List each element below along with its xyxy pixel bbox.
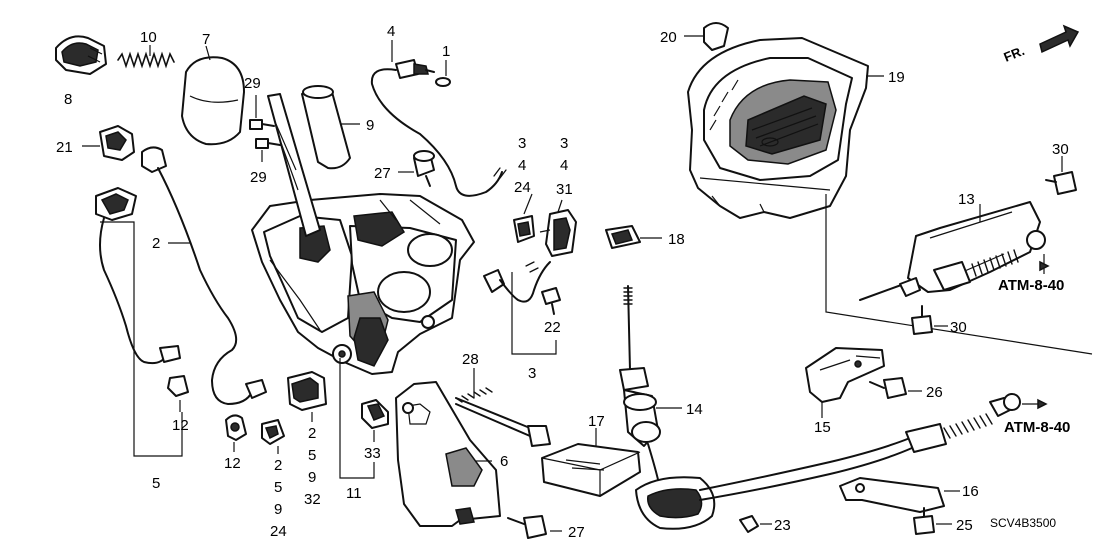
part-23-nut [739,515,772,533]
label-8: 8 [64,91,72,108]
part-12-sensor [225,414,247,452]
label-18: 18 [668,231,685,248]
label-6: 6 [500,453,508,470]
label-22: 22 [544,319,561,336]
part-27-bolt-bottom [507,515,562,539]
label-1: 1 [442,43,450,60]
part-10-spring [117,45,175,69]
label-2: 2 [152,235,160,252]
part-28-long-bolt [455,368,551,447]
part-19-indicator-panel [687,37,884,219]
ref-arrows [1022,254,1050,410]
part-26-bolt [869,377,922,399]
label-3b: 3 [560,135,568,152]
label-12b: 12 [224,455,241,472]
label-12a: 12 [172,417,189,434]
part-21-switch [82,125,135,161]
part-1-washer [435,60,451,87]
ref-label-atm-bottom: ATM-8-40 [1004,419,1070,436]
label-stack1-d: 32 [304,491,321,508]
label-stack2-a: 2 [274,457,282,474]
label-25: 25 [956,517,973,534]
label-30b: 30 [950,319,967,336]
part-16-bracket [839,477,960,513]
part-14-shift-cable [619,285,1021,530]
label-stack2-d: 24 [270,523,287,540]
label-7: 7 [202,31,210,48]
label-31: 31 [556,181,573,198]
label-27b: 27 [568,524,585,541]
label-23: 23 [774,517,791,534]
label-29a: 29 [244,75,261,92]
connector-block [287,371,327,422]
label-stack2-b: 5 [274,479,282,496]
part-13-shift-lever-cable [859,201,1046,301]
label-21: 21 [56,139,73,156]
part-31-connector [539,209,577,257]
part-2-harness [141,146,267,406]
label-33: 33 [364,445,381,462]
part-30-bolt-bottom [911,305,948,335]
part-4-sensor-cable [370,40,507,197]
label-24: 24 [514,179,531,196]
label-9: 9 [366,117,374,134]
shifter-assembly [251,93,475,375]
ref-label-atm-top: ATM-8-40 [998,277,1064,294]
part-5-harness [95,187,189,412]
label-3c: 3 [528,365,536,382]
part-6-bracket [395,381,501,527]
label-stack1-c: 9 [308,469,316,486]
label-16: 16 [962,483,979,500]
label-stack2-c: 9 [274,501,282,518]
front-direction-arrow: FR. [1002,24,1080,65]
label-4c: 4 [387,23,395,40]
label-15: 15 [814,419,831,436]
label-28: 28 [462,351,479,368]
part-8-knob-cap [55,35,107,75]
label-17: 17 [588,413,605,430]
label-3: 3 [518,135,526,152]
part-22-bolt [541,287,561,315]
label-13: 13 [958,191,975,208]
part-3-harness [483,261,551,303]
label-20: 20 [660,29,677,46]
part-15-bracket [805,347,885,418]
group-brackets [100,193,563,479]
labels: 1 2 3 4 24 3 4 31 3 4 5 6 7 8 9 10 11 12… [56,23,1070,541]
part-29-screws [249,95,281,162]
label-4b: 4 [560,157,568,174]
inset-box [825,194,1093,355]
label-11: 11 [346,485,362,502]
part-7-shift-knob [181,45,245,146]
label-19: 19 [888,69,905,86]
part-24-clip [513,215,535,243]
part-20-clip [684,22,729,51]
part-18-clip [605,225,662,249]
diagram-code: SCV4B3500 [990,516,1056,530]
label-14: 14 [686,401,703,418]
label-26: 26 [926,384,943,401]
label-10: 10 [140,29,157,46]
part-33-clip [361,399,389,442]
part-25-bolt [913,507,952,535]
front-label: FR. [1002,43,1027,65]
label-5: 5 [152,475,160,492]
part-17-pad [541,428,641,497]
label-30a: 30 [1052,141,1069,158]
label-4: 4 [518,157,526,174]
label-29b: 29 [250,169,267,186]
label-27a: 27 [374,165,391,182]
label-stack1-a: 2 [308,425,316,442]
label-stack1-b: 5 [308,447,316,464]
part-27-bolt-top [398,150,435,187]
part-9-shift-sleeve [301,85,360,170]
part-30-bolt-top [1045,156,1077,195]
connector-small [261,419,285,454]
